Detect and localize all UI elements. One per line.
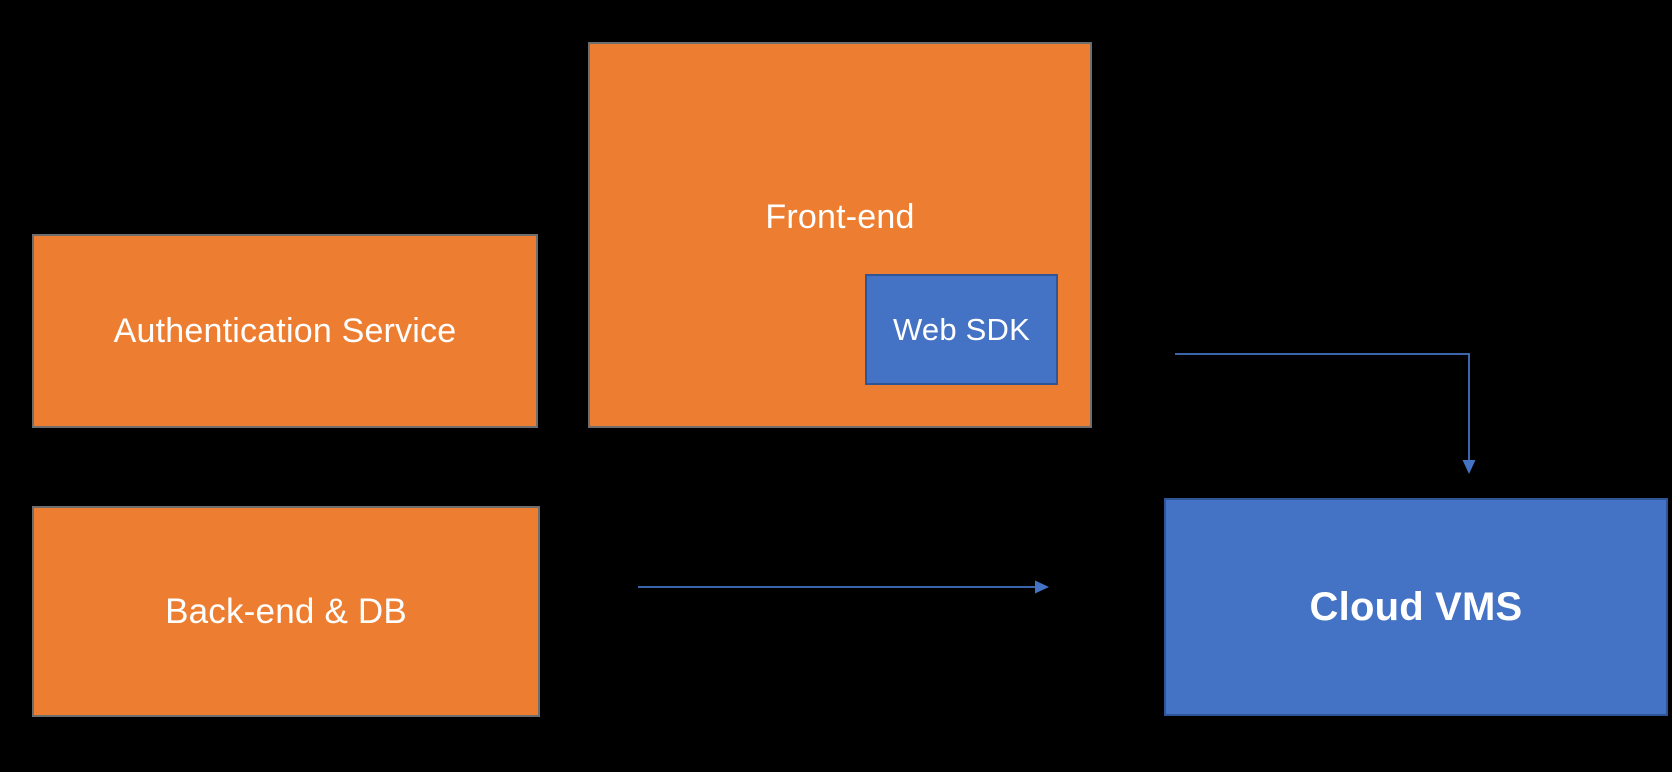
authentication-service-label: Authentication Service <box>113 311 457 350</box>
front-end-label: Front-end <box>765 198 915 236</box>
cloud-vms-label: Cloud VMS <box>1309 584 1523 629</box>
node-authentication-service: Authentication Service <box>32 234 538 428</box>
frontend-to-cloudvms-elbow-arrow <box>1175 353 1476 474</box>
backend-to-cloudvms-arrow <box>638 580 1049 594</box>
node-cloud-vms: Cloud VMS <box>1164 498 1668 716</box>
node-back-end-db: Back-end & DB <box>32 506 540 717</box>
node-front-end: Front-end Web SDK <box>588 42 1092 428</box>
back-end-db-label: Back-end & DB <box>165 591 407 631</box>
web-sdk-label: Web SDK <box>893 311 1030 347</box>
node-web-sdk: Web SDK <box>865 274 1058 385</box>
